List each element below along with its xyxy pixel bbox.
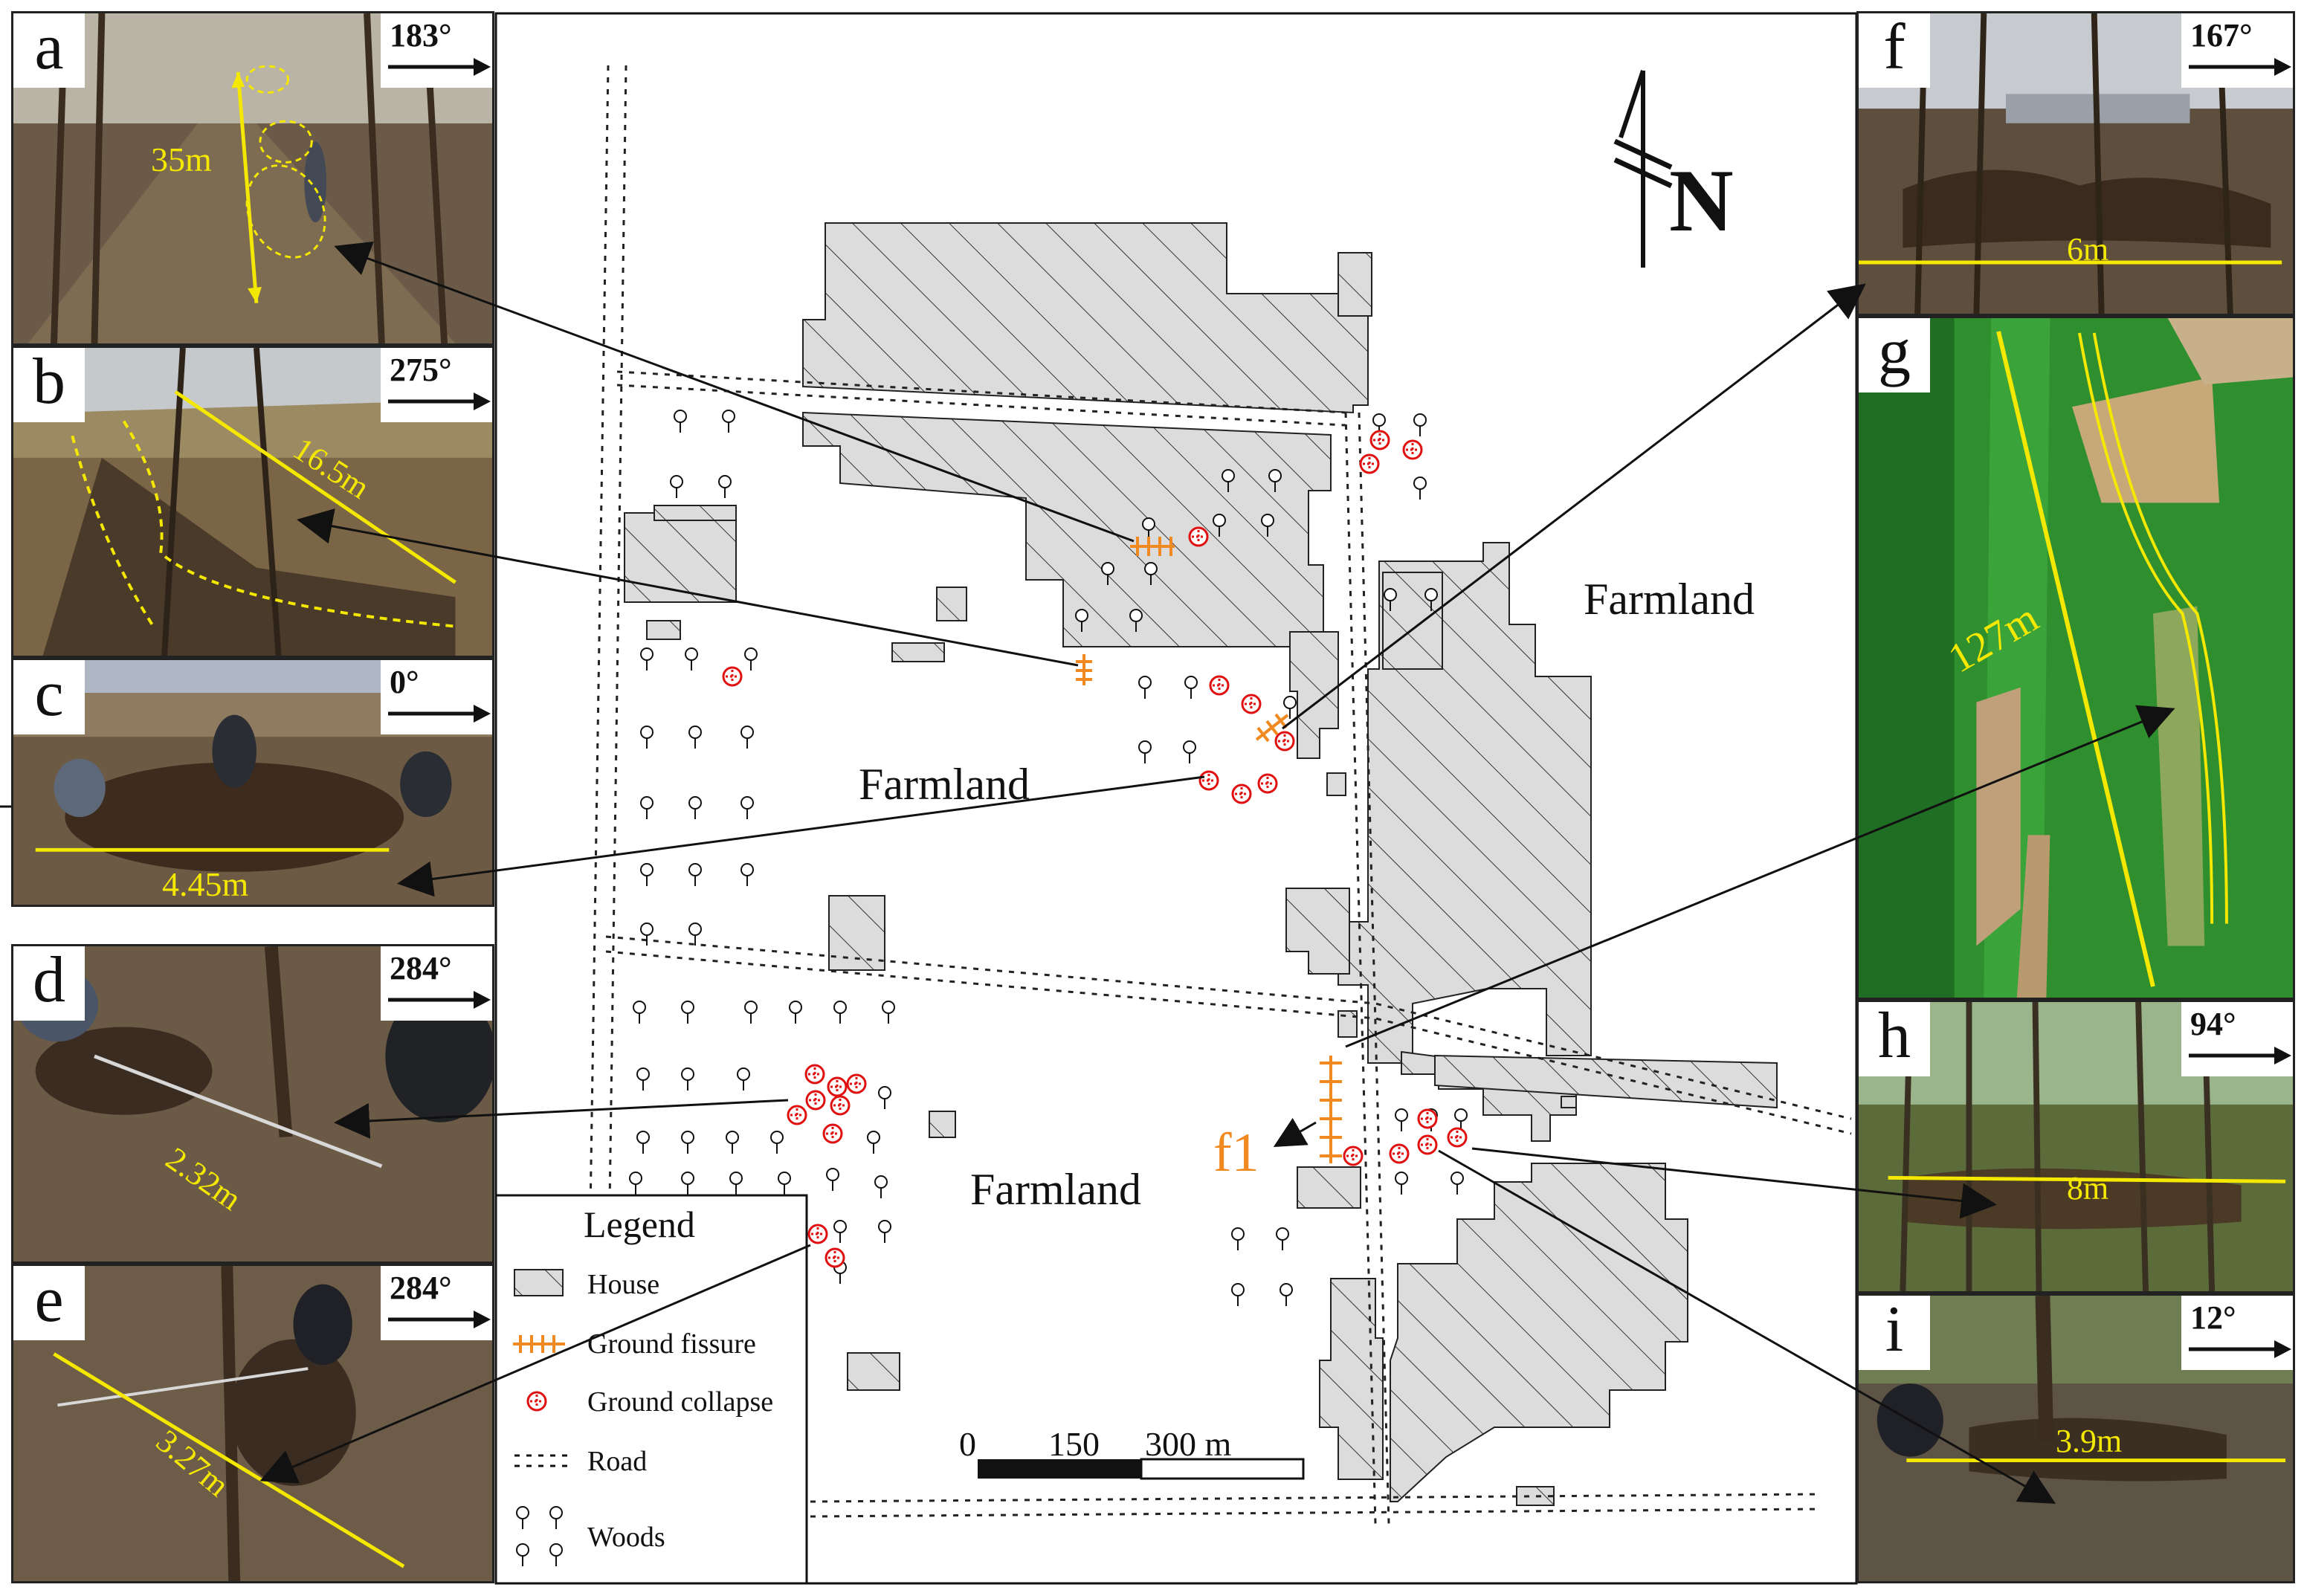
north-label: N: [1669, 151, 1734, 250]
photo-d-bearing: 284°: [381, 946, 492, 1021]
legend-fissure-label: Ground fissure: [587, 1328, 756, 1360]
photo-i: i 12° 3.9m: [1856, 1293, 2295, 1583]
photo-c: c 0° 4.45m: [11, 658, 494, 907]
photo-h-bearing: 94°: [2181, 1002, 2293, 1076]
photo-c-bearing-text: 0°: [390, 664, 419, 700]
ground-fissures: [1076, 537, 1342, 1163]
scale-tick-300: 300 m: [1145, 1425, 1232, 1463]
photo-e: e 284° 3.27m: [11, 1264, 494, 1583]
farmland-label-east: Farmland: [1584, 575, 1755, 624]
photo-b-label: b: [13, 348, 85, 422]
photo-c-label: c: [13, 660, 85, 734]
photo-i-bearing: 12°: [2181, 1296, 2293, 1370]
photo-a-bearing-text: 183°: [390, 17, 452, 54]
legend-house-label: House: [587, 1269, 659, 1300]
farmland-label-south: Farmland: [970, 1165, 1141, 1214]
fissure-label-f1: f1: [1213, 1122, 1259, 1183]
photo-h-measurement: 8m: [2067, 1170, 2109, 1206]
photo-d: d 284° 2.32m: [11, 944, 494, 1264]
photo-b-bearing: 275°: [381, 348, 492, 422]
photo-g: g 127m: [1856, 316, 2295, 1000]
farmland-label-center: Farmland: [859, 760, 1030, 809]
north-arrow: [1613, 70, 1673, 268]
photo-b: b 275° 16.5m: [11, 346, 494, 658]
photo-h-label: h: [1859, 1002, 1930, 1076]
photo-f-label: f: [1859, 13, 1930, 88]
photo-h-bearing-text: 94°: [2190, 1006, 2236, 1042]
photo-g-label: g: [1859, 318, 1930, 392]
photo-i-label: i: [1859, 1296, 1930, 1370]
photo-i-bearing-text: 12°: [2190, 1299, 2236, 1336]
photo-h: h 94° 8m: [1856, 1000, 2295, 1293]
photo-f-measurement: 6m: [2067, 231, 2109, 268]
scale-bar: 0 150 300 m: [959, 1425, 1305, 1480]
photo-f-bearing: 167°: [2181, 13, 2293, 88]
photo-a-label: a: [13, 13, 85, 88]
photo-a-bearing: 183°: [381, 13, 492, 88]
photo-d-bearing-text: 284°: [390, 950, 452, 986]
photo-f-bearing-text: 167°: [2190, 17, 2253, 54]
photo-c-measurement: 4.45m: [162, 865, 249, 903]
photo-e-bearing: 284°: [381, 1266, 492, 1340]
legend-collapse-label: Ground collapse: [587, 1386, 773, 1418]
photo-a: a 183° 35m: [11, 11, 494, 346]
photo-e-label: e: [13, 1266, 85, 1340]
legend-title: Legend: [584, 1204, 695, 1245]
photo-i-measurement: 3.9m: [2056, 1423, 2123, 1459]
scale-tick-150: 150: [1048, 1425, 1100, 1463]
legend: Legend House Ground fissure Ground colla…: [494, 1194, 808, 1585]
legend-road-label: Road: [587, 1446, 647, 1477]
photo-c-bearing: 0°: [381, 660, 492, 734]
scale-tick-0: 0: [959, 1425, 976, 1463]
photo-d-label: d: [13, 946, 85, 1021]
photo-f: f 167° 6m: [1856, 11, 2295, 316]
legend-woods-label: Woods: [587, 1522, 665, 1553]
photo-a-measurement: 35m: [151, 140, 212, 178]
